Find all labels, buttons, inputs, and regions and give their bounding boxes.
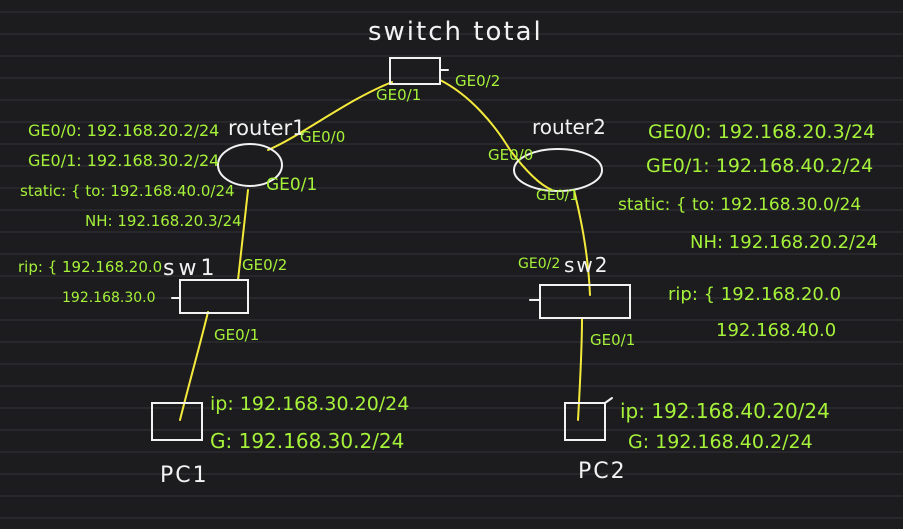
pc2-label: PC2 xyxy=(578,459,627,484)
ruled-lines xyxy=(0,11,903,519)
router1-rip-2: 192.168.30.0 xyxy=(62,290,156,306)
router1-static-to: static: { to: 192.168.40.0/24 xyxy=(20,182,235,200)
router2-rip-1: rip: { 192.168.20.0 xyxy=(668,284,841,305)
cable-sw1-pc1 xyxy=(179,311,209,421)
pc2-ip-config: ip: 192.168.40.20/24 xyxy=(620,399,830,423)
cable-st-r1 xyxy=(267,81,393,151)
router2-label: router2 xyxy=(532,115,606,139)
switch-total-box xyxy=(389,57,449,85)
router2-ge00-label: GE0/0 xyxy=(488,146,533,164)
sw2-ge02-label: GE0/2 xyxy=(518,256,560,272)
cable-sw2-pc2 xyxy=(577,317,583,421)
pc1-label: PC1 xyxy=(160,463,209,488)
switch-total-ge01-label: GE0/1 xyxy=(376,86,421,104)
router1-static-nh: NH: 192.168.20.3/24 xyxy=(85,212,242,230)
router2-rip-2: 192.168.40.0 xyxy=(716,320,836,341)
router1-rip-1: rip: { 192.168.20.0 xyxy=(18,258,162,276)
switch-total-ge02-label: GE0/2 xyxy=(455,72,500,90)
sw2-ge01-label: GE0/1 xyxy=(590,331,635,349)
pc1-box xyxy=(151,402,203,441)
router1-ge01-label: GE0/1 xyxy=(266,175,317,195)
router2-ge01-config: GE0/1: 192.168.40.2/24 xyxy=(646,155,873,177)
pc2-gateway-config: G: 192.168.40.2/24 xyxy=(628,431,813,453)
sw1-label: sw1 xyxy=(163,256,218,281)
sw1-box xyxy=(171,279,249,314)
router1-ge01-config: GE0/1: 192.168.30.2/24 xyxy=(28,151,219,170)
router1-shape xyxy=(217,143,283,187)
cable-st-r2 xyxy=(439,79,553,191)
router1-ge00-label: GE0/0 xyxy=(300,128,345,146)
sw2-label: sw2 xyxy=(564,253,610,277)
sw1-ge01-label: GE0/1 xyxy=(214,326,259,344)
cable-r1-sw1 xyxy=(237,189,249,281)
pc1-ip-config: ip: 192.168.30.20/24 xyxy=(210,393,409,415)
pc1-gateway-config: G: 192.168.30.2/24 xyxy=(210,429,404,453)
router2-ge00-config: GE0/0: 192.168.20.3/24 xyxy=(648,121,875,143)
router2-static-nh: NH: 192.168.20.2/24 xyxy=(690,232,878,253)
sw2-box xyxy=(529,284,631,319)
router1-label: router1 xyxy=(228,116,305,140)
sw1-ge02-label: GE0/2 xyxy=(242,256,287,274)
router2-ge01-label: GE0/1 xyxy=(536,188,578,204)
cable-r2-sw2 xyxy=(573,189,591,296)
router1-ge00-config: GE0/0: 192.168.20.2/24 xyxy=(28,121,219,140)
pc2-box xyxy=(564,397,613,441)
switch-total-label: switch total xyxy=(368,17,543,47)
router2-shape xyxy=(513,148,603,192)
router2-static-to: static: { to: 192.168.30.0/24 xyxy=(618,195,861,215)
